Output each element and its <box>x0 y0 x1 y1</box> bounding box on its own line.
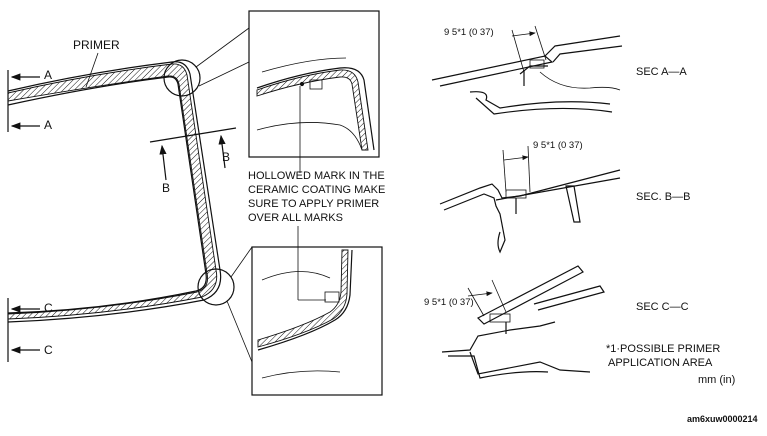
detail-box-upper <box>248 10 380 173</box>
section-a-title: SEC A—A <box>636 66 687 78</box>
footnote-line-2: APPLICATION AREA <box>608 357 713 369</box>
section-c-title: SEC C—C <box>636 301 689 313</box>
figure-id: am6xuw0000214 <box>687 414 758 424</box>
section-c-top-label: C <box>44 301 53 315</box>
units-label: mm (in) <box>698 374 736 386</box>
primer-label: PRIMER <box>73 38 120 52</box>
section-a-drawing <box>431 25 623 115</box>
windshield-outline <box>7 61 222 323</box>
section-b-right-label: B <box>222 150 231 164</box>
note-line-4: OVER ALL MARKS <box>248 212 343 224</box>
section-b-title: SEC. B—B <box>636 191 691 203</box>
section-c-bottom-label: C <box>44 343 53 357</box>
zoom-callouts <box>163 27 253 363</box>
section-a-dimension: 9 5*1 (0 37) <box>444 27 494 38</box>
note-line-3: SURE TO APPLY PRIMER <box>248 198 380 210</box>
section-b-left-label: B <box>162 181 171 195</box>
section-a-top-label: A <box>44 68 53 82</box>
primer-leader <box>85 52 99 88</box>
section-a-arrows <box>7 70 40 132</box>
section-c-dimension: 9 5*1 (0 37) <box>424 297 474 308</box>
detail-box-lower <box>251 226 383 396</box>
note-line-1: HOLLOWED MARK IN THE <box>248 170 385 182</box>
hollowed-mark-note: HOLLOWED MARK IN THE CERAMIC COATING MAK… <box>248 169 418 225</box>
footnote-line-1: *1·POSSIBLE PRIMER <box>606 343 721 355</box>
section-c-drawing <box>441 265 605 379</box>
section-b-arrows <box>149 127 237 181</box>
section-b-drawing <box>439 145 621 254</box>
note-line-2: CERAMIC COATING MAKE <box>248 184 386 196</box>
section-a-bottom-label: A <box>44 118 53 132</box>
section-b-dimension: 9 5*1 (0 37) <box>533 140 583 151</box>
section-c-arrows <box>7 298 40 362</box>
